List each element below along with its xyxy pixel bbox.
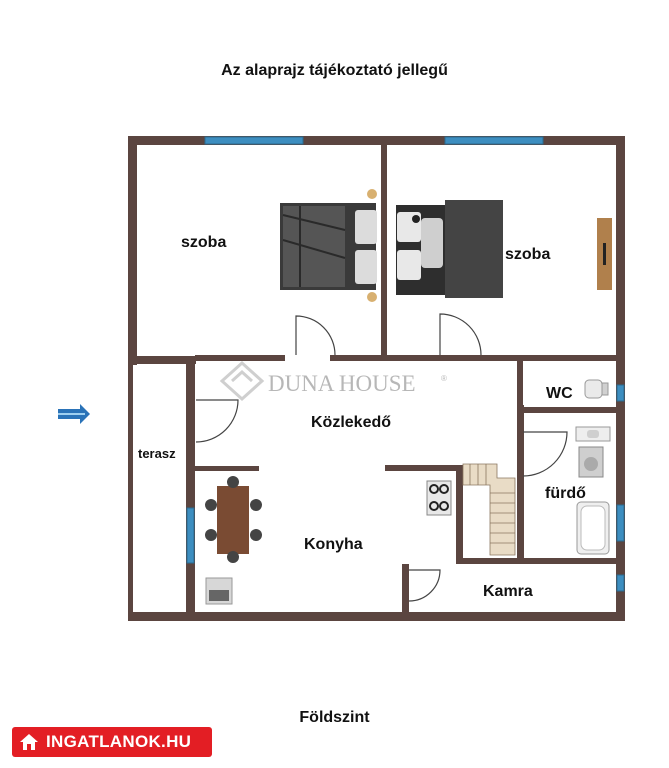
room-furdo: fürdő [545, 485, 586, 502]
sink-icon [575, 426, 611, 442]
bed-icon [280, 189, 377, 302]
room-kozlekedo: Közlekedő [311, 414, 391, 431]
watermark-mark: ® [441, 374, 447, 383]
room-konyha: Konyha [304, 536, 363, 553]
room-wc: WC [546, 385, 573, 402]
oven-icon [205, 577, 233, 605]
walls [128, 136, 625, 621]
badge-label: INGATLANOK.HU [46, 732, 192, 751]
house-logo-icon [219, 360, 265, 402]
bed-icon [396, 200, 503, 298]
stove-icon [426, 480, 452, 516]
room-kamra: Kamra [483, 583, 533, 600]
floor-level-label: Földszint [299, 709, 370, 726]
washing-machine-icon [578, 446, 604, 478]
room-szoba-right: szoba [505, 246, 550, 263]
plan-title: Az alaprajz tájékoztató jellegű [221, 62, 448, 79]
watermark-brand: DUNA HOUSE [268, 371, 416, 396]
entrance-arrow-icon [58, 404, 90, 424]
wardrobe [597, 218, 612, 290]
stairs-icon [462, 463, 516, 556]
room-szoba-left: szoba [181, 234, 226, 251]
bathtub-icon [576, 501, 610, 555]
dining-table-icon [205, 476, 262, 563]
ingatlanok-badge[interactable]: INGATLANOK.HU [12, 727, 212, 757]
doors [195, 313, 568, 602]
room-terasz: terasz [138, 446, 176, 461]
toilet-icon [584, 379, 609, 399]
windows [186, 136, 625, 592]
house-badge-icon [18, 731, 40, 753]
